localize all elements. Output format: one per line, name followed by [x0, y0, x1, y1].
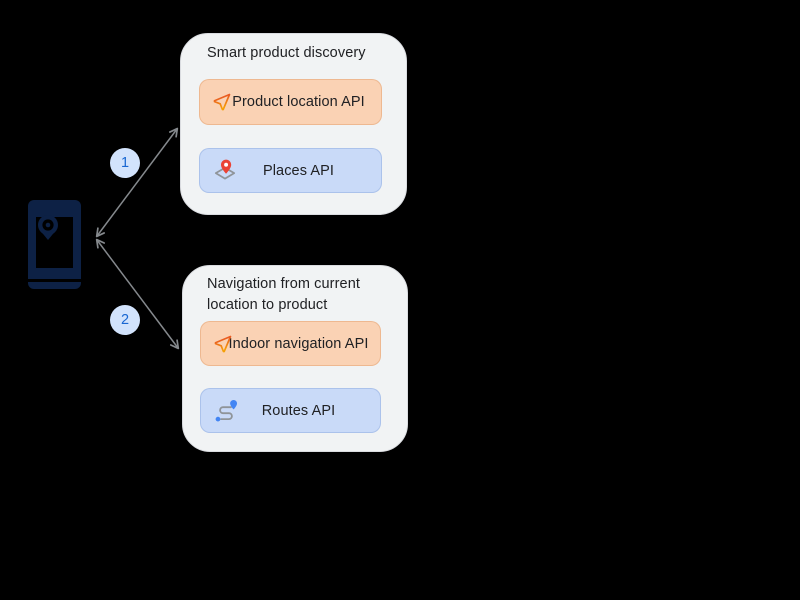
navigation-arrow-icon	[213, 334, 233, 354]
chip-indoor-navigation-api: Indoor navigation API	[200, 321, 381, 366]
arrow-2	[95, 238, 180, 350]
chip-routes-api: Routes API	[200, 388, 381, 433]
group-navigation-to-product: Navigation from current location to prod…	[182, 265, 408, 452]
chip-label: Indoor navigation API	[228, 335, 369, 352]
chip-product-location-api: Product location API	[199, 79, 382, 125]
group-title: Navigation from current location to prod…	[207, 276, 360, 313]
arrow-1	[95, 127, 179, 238]
chip-label: Routes API	[261, 402, 336, 419]
connector-badge-1-label: 1	[120, 154, 130, 171]
phone-location-pin-icon	[28, 200, 81, 289]
connector-badge-2: 2	[110, 305, 140, 335]
connector-badge-2-label: 2	[120, 311, 130, 328]
group-smart-product-discovery: Smart product discovery Product location…	[180, 33, 407, 215]
map-place-pin-icon	[212, 158, 238, 184]
connector-badge-1: 1	[110, 148, 140, 178]
chip-label: Product location API	[232, 94, 365, 110]
route-icon	[213, 398, 239, 424]
navigation-arrow-icon	[212, 92, 232, 112]
chip-places-api: Places API	[199, 148, 382, 193]
mobile-device	[28, 200, 81, 289]
chip-label: Places API	[262, 162, 335, 179]
group-title: Smart product discovery	[207, 45, 366, 61]
